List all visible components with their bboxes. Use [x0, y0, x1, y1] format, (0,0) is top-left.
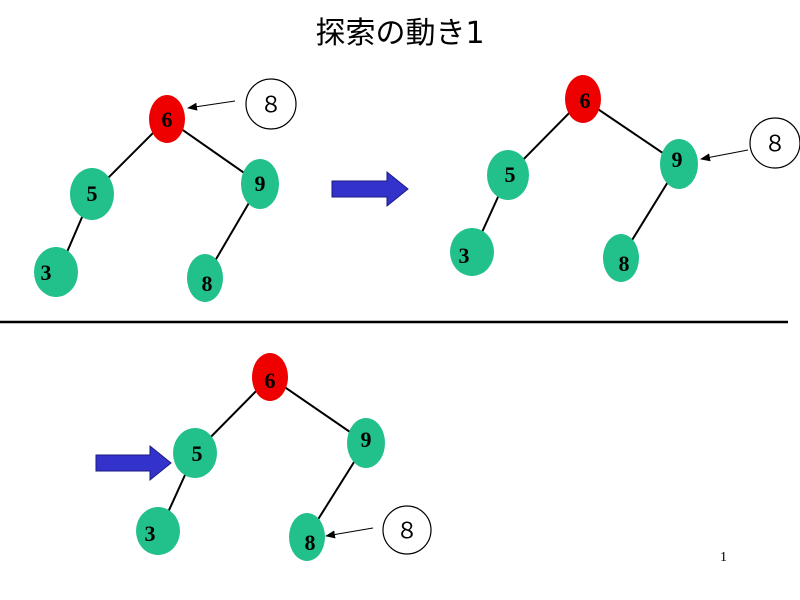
node-right-left — [289, 513, 325, 561]
node-right-left — [187, 254, 223, 302]
node-root — [149, 95, 185, 143]
node-label: 5 — [87, 181, 98, 206]
search-key-circle — [245, 78, 297, 130]
search-key-label: ８ — [396, 519, 418, 544]
node-left-left — [34, 247, 78, 297]
step-arrow — [331, 170, 409, 208]
page-title: 探索の動き1 — [315, 16, 485, 51]
node-left-left — [450, 228, 494, 276]
node-label: 6 — [162, 107, 173, 132]
node-label: 8 — [202, 271, 213, 296]
node-right — [660, 139, 698, 189]
search-key-label: ８ — [260, 93, 282, 118]
panel-2: 6 5 9 3 8 ８ — [450, 75, 800, 282]
node-left — [487, 150, 529, 200]
node-right — [347, 418, 385, 468]
node-label: 5 — [505, 162, 516, 187]
node-label: 3 — [41, 260, 52, 285]
node-label: 3 — [459, 243, 470, 268]
panel-1: 6 5 9 3 8 ８ — [34, 78, 297, 302]
node-label: 8 — [619, 251, 630, 276]
node-label: 6 — [265, 368, 276, 393]
node-label: 8 — [305, 530, 316, 555]
node-label: 9 — [255, 171, 266, 196]
node-root — [565, 75, 601, 123]
search-key-label: ８ — [764, 132, 786, 157]
node-label: 5 — [192, 441, 203, 466]
node-label: 3 — [145, 521, 156, 546]
node-right — [241, 159, 279, 209]
search-key-circle — [382, 505, 432, 555]
compare-pointer-arrow — [700, 149, 749, 162]
node-label: 6 — [580, 88, 591, 113]
compare-pointer-arrow — [325, 527, 374, 539]
node-label: 9 — [672, 147, 683, 172]
step-arrow — [95, 444, 172, 482]
panel-3: 6 5 9 3 8 ８ — [136, 353, 432, 561]
node-left — [70, 168, 114, 220]
search-key-circle — [749, 117, 800, 169]
node-right-left — [603, 234, 639, 282]
node-label: 9 — [361, 427, 372, 452]
page-number: 1 — [720, 550, 727, 565]
node-root — [252, 353, 288, 401]
node-left-left — [136, 507, 180, 555]
compare-pointer-arrow — [187, 100, 236, 111]
node-left — [173, 428, 217, 478]
